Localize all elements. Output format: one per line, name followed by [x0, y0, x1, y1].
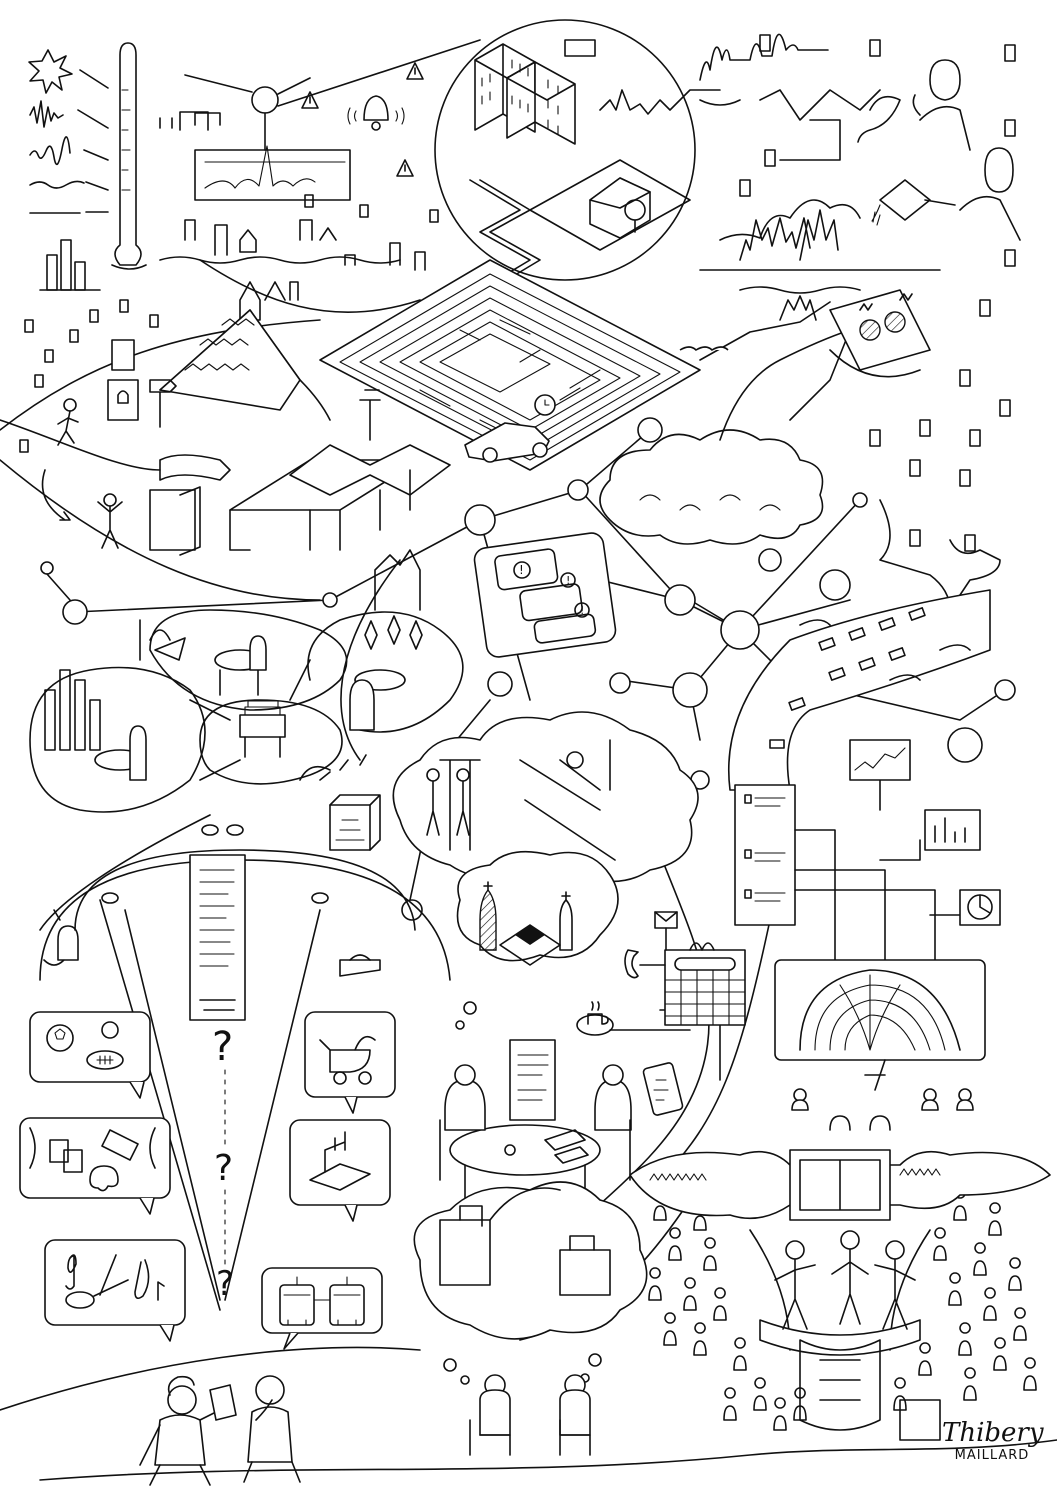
question-mark-icon: ? ? ? — [212, 1024, 234, 1304]
phone-icon — [625, 950, 665, 978]
seated-figures — [470, 1375, 590, 1455]
open-book-window — [630, 1116, 1050, 1440]
warning-triangle-icon — [302, 63, 423, 176]
maze-plaza — [320, 260, 830, 470]
city-globe — [435, 20, 695, 280]
signature-first-name: Thibery — [942, 1418, 1044, 1448]
checklist-document — [735, 760, 970, 970]
locked-doors-cloud — [414, 1182, 646, 1339]
chess-cloud — [458, 852, 619, 965]
car — [465, 395, 555, 462]
bubble-transport — [262, 1268, 382, 1349]
tablet-device — [643, 1062, 684, 1116]
meeting-table — [440, 1040, 631, 1205]
svg-text:!: ! — [519, 563, 524, 577]
pouring-person — [872, 148, 1020, 240]
bubble-theater — [20, 1118, 170, 1214]
signature-last-name: MAILLARD — [954, 1448, 1030, 1463]
network-nodes — [41, 418, 1015, 920]
hobby-funnel — [40, 825, 450, 1310]
bubble-baby — [305, 1012, 395, 1113]
dome-monitor — [775, 960, 985, 1110]
monitoring-screen — [180, 40, 480, 200]
bubble-sports — [30, 1012, 150, 1098]
wildfire-area — [700, 200, 940, 320]
bar-chart-card — [925, 810, 980, 850]
listening-person — [913, 60, 970, 150]
envelope-icon — [655, 912, 677, 950]
scattered-cards — [20, 35, 1015, 551]
thought-cloud-people — [393, 712, 698, 883]
signal-waves — [600, 34, 900, 160]
bubble-music — [45, 1240, 185, 1341]
line-chart-card — [850, 740, 910, 780]
exclamation-icon: ! ! ! — [514, 562, 589, 617]
workplace-islands — [30, 550, 463, 812]
crowd — [648, 1187, 1037, 1431]
person-with-tablet — [140, 1377, 236, 1485]
bubble-crafts — [290, 1120, 390, 1221]
skyline-rows — [160, 118, 425, 320]
pyramid — [108, 310, 300, 427]
hands-conveyor — [729, 500, 1000, 790]
walking-figures — [43, 399, 123, 548]
svg-text:!: ! — [580, 604, 584, 617]
calendar — [665, 943, 745, 1025]
thinking-person — [244, 1376, 300, 1482]
signal-sensors — [29, 43, 146, 290]
coffee-cup-icon — [577, 1002, 613, 1035]
svg-text:?: ? — [214, 1148, 233, 1189]
storm-cloud — [600, 330, 850, 544]
shelter-building — [150, 380, 450, 555]
svg-text:!: ! — [566, 574, 570, 587]
bell-icon — [348, 96, 404, 130]
ballot-box — [300, 755, 380, 850]
svg-text:?: ? — [216, 1264, 234, 1304]
pie-chart-card — [960, 890, 1000, 925]
smartphone — [473, 531, 617, 658]
artist-signature: Thibery MAILLARD — [942, 1418, 1044, 1463]
svg-text:?: ? — [212, 1024, 233, 1070]
billboard — [830, 290, 930, 377]
